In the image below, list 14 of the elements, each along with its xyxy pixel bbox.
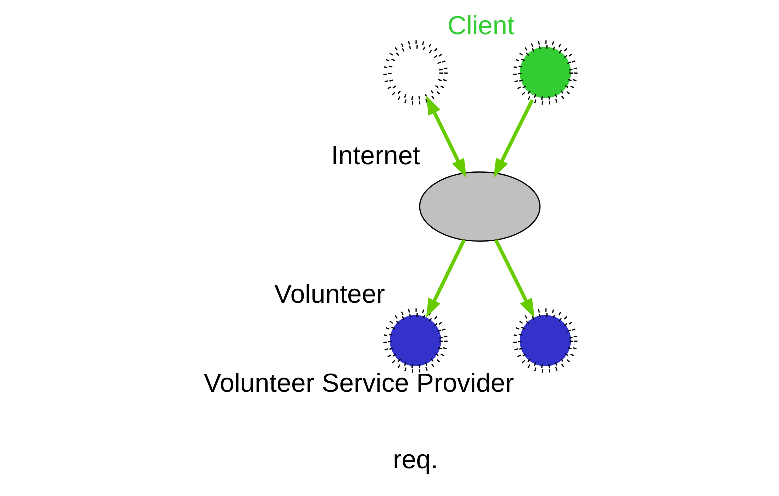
node-circle [384,308,448,373]
node-circle [513,40,578,104]
node-circle [513,308,578,373]
arrow [494,98,534,178]
node-ellipse [419,171,541,242]
node-label: Client [448,10,515,40]
node-circle [384,40,448,104]
node-label: Volunteer [274,278,386,308]
arrow [426,95,467,178]
node-label: Internet [331,140,420,170]
arrow [426,238,466,318]
node-label: Volunteer Service Provider [204,368,514,398]
arrow [494,238,535,318]
label: req. [393,444,438,474]
